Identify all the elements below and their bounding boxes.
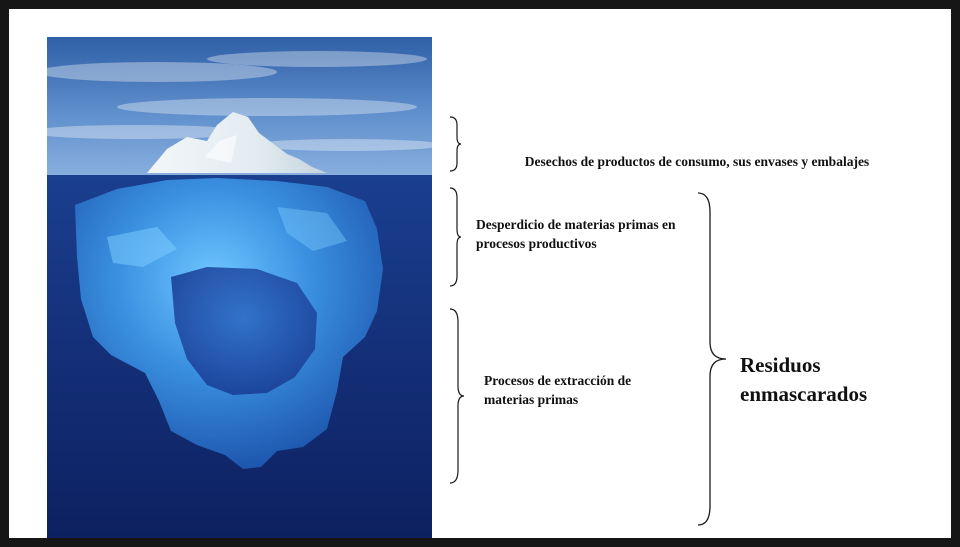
surface-waste-label: Desechos de productos de consumo, sus en… [524,154,870,169]
brace-production-waste [448,187,462,287]
brace-extraction [448,308,466,484]
production-waste-label: Desperdicio de materias primas en proces… [476,217,676,251]
extraction-label: Procesos de extracción de materias prima… [484,373,632,407]
iceberg-photo [47,37,432,538]
brace-surface [448,116,462,172]
hidden-waste-label: Residuos enmascarados [740,353,868,406]
brace-hidden-waste [696,192,730,526]
